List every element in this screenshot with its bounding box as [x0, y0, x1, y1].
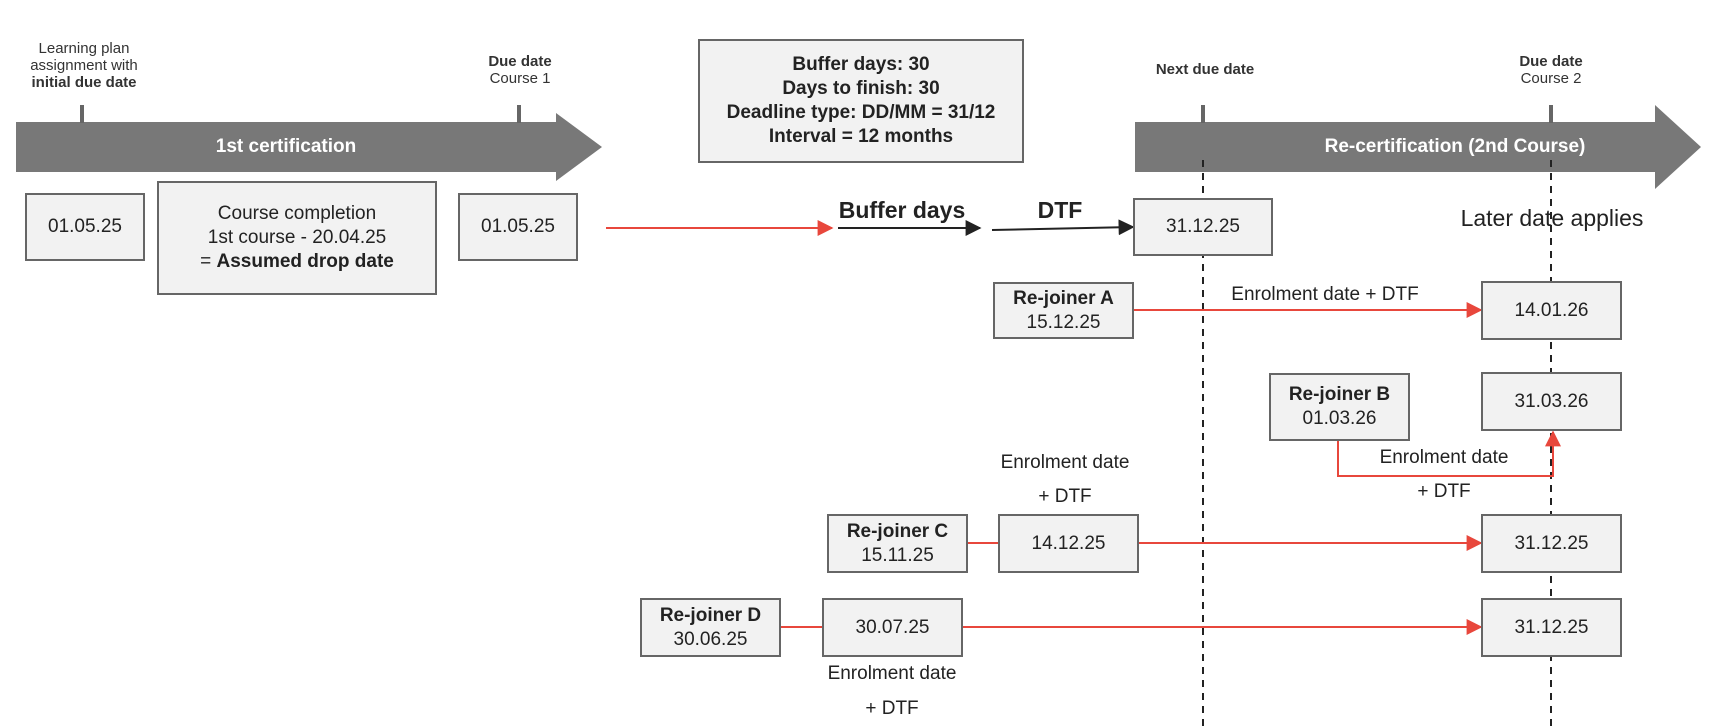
rejoiner-a-box: Re-joiner A 15.12.25 [993, 282, 1134, 339]
course-completion-line3: = Assumed drop date [200, 250, 394, 274]
assignment-label-line3: initial due date [31, 74, 137, 91]
due-date-1-label-line1: Due date [488, 53, 552, 70]
rejoiner-d-result-box: 31.12.25 [1481, 598, 1622, 657]
rejoiner-b-result-box: 31.03.26 [1481, 372, 1622, 431]
course-completion-line2: 1st course - 20.04.25 [207, 227, 387, 248]
rejoiner-c-name: Re-joiner C [846, 520, 949, 542]
first-certification-arrowhead [556, 113, 602, 181]
rejoiner-a-name: Re-joiner A [1013, 287, 1114, 309]
rejoiner-a-result: 14.01.26 [1514, 299, 1589, 321]
first-certification-bar: 1st certification [16, 122, 556, 172]
buffer-days-label: Buffer days [838, 197, 966, 223]
rejoiner-d-label-line2: + DTF [865, 698, 919, 719]
course-completion-prefix: = [200, 251, 217, 272]
rejoiner-b-name: Re-joiner B [1288, 384, 1391, 405]
rejoiner-d-name: Re-joiner D [659, 604, 762, 626]
rejoiner-c-result: 31.12.25 [1514, 532, 1589, 554]
start-date-text: 01.05.25 [48, 216, 122, 237]
days-to-finish-setting: Days to finish: 30 [782, 78, 940, 99]
rejoiner-c-label-line2: + DTF [1038, 486, 1092, 507]
settings-box: Buffer days: 30 Days to finish: 30 Deadl… [698, 39, 1024, 163]
dtf-label: DTF [1037, 197, 1083, 223]
rejoiner-d-box: Re-joiner D 30.06.25 [640, 598, 781, 657]
recertification-arrowhead [1655, 105, 1701, 189]
next-due-date-tick [1201, 105, 1205, 123]
due-date-1-text: 01.05.25 [481, 216, 555, 237]
assignment-tick [80, 105, 84, 123]
rejoiner-c-result-box: 31.12.25 [1481, 514, 1622, 573]
rejoiner-b-arrow [1337, 430, 1561, 477]
due-date-1-label-line2: Course 1 [489, 70, 551, 87]
first-certification-title: 1st certification [215, 136, 357, 157]
dtf-arrow [991, 219, 1135, 236]
rejoiner-b-label-line1: Enrolment date [1379, 447, 1509, 468]
rejoiner-b-label-line2: + DTF [1417, 481, 1471, 502]
assignment-label-line2: assignment with [30, 57, 138, 74]
rejoiner-d-date: 30.06.25 [673, 628, 748, 650]
due-date-2-label: Due date Course 2 [1501, 53, 1601, 87]
rejoiner-c-mid-box: 14.12.25 [998, 514, 1139, 573]
due-date-2-label-line2: Course 2 [1520, 70, 1582, 87]
rejoiner-b-result: 31.03.26 [1514, 390, 1589, 412]
due-date-1-box: 01.05.25 [458, 193, 578, 261]
next-due-date-label: Next due date [1155, 61, 1255, 78]
interval-setting: Interval = 12 months [768, 126, 954, 147]
due-date-1-tick [517, 105, 521, 123]
rejoiner-a-date: 15.12.25 [1026, 311, 1101, 333]
assignment-label-line1: Learning plan [38, 40, 130, 57]
rejoiner-c-mid: 14.12.25 [1031, 532, 1106, 554]
rejoiner-c-box: Re-joiner C 15.11.25 [827, 514, 968, 573]
recertification-title: Re-certification (2nd Course) [1324, 136, 1586, 157]
rejoiner-a-arrow-label: Enrolment date + DTF [1231, 284, 1419, 305]
next-due-date-text: 31.12.25 [1166, 216, 1240, 237]
due-date-2-tick [1549, 105, 1553, 123]
buffer-days-setting: Buffer days: 30 [792, 54, 930, 75]
assumed-drop-date: Assumed drop date [216, 251, 394, 272]
course-completion-box: Course completion 1st course - 20.04.25 … [157, 181, 437, 295]
next-due-date-box: 31.12.25 [1133, 198, 1273, 256]
rejoiner-d-label-line1: Enrolment date [827, 663, 957, 684]
due-date-1-label: Due date Course 1 [470, 53, 570, 87]
recertification-bar: Re-certification (2nd Course) [1135, 122, 1655, 172]
rejoiner-b-date: 01.03.26 [1302, 408, 1377, 429]
due-date-2-label-line1: Due date [1519, 53, 1583, 70]
rejoiner-b-box: Re-joiner B 01.03.26 [1269, 373, 1410, 441]
rejoiner-d-result: 31.12.25 [1514, 616, 1589, 638]
rejoiner-c-label-line1: Enrolment date [1000, 452, 1130, 473]
course-completion-line1: Course completion [217, 203, 377, 224]
assignment-label: Learning plan assignment with initial du… [14, 40, 154, 91]
rejoiner-d-mid: 30.07.25 [855, 616, 930, 638]
rejoiner-d-mid-box: 30.07.25 [822, 598, 963, 657]
start-date-box: 01.05.25 [25, 193, 145, 261]
rejoiner-c-date: 15.11.25 [861, 544, 934, 566]
rejoiner-a-result-box: 14.01.26 [1481, 281, 1622, 340]
deadline-type-setting: Deadline type: DD/MM = 31/12 [726, 102, 996, 123]
